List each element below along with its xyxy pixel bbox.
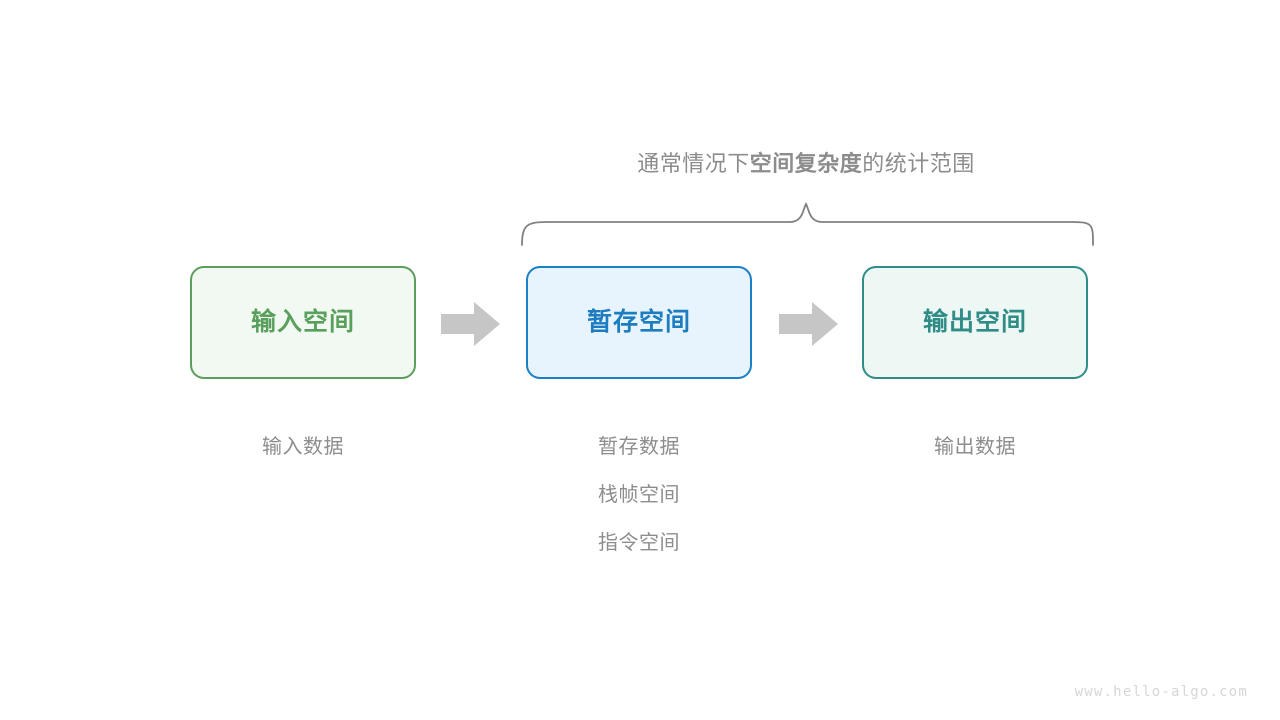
box-input-space: 输入空间 xyxy=(190,266,416,379)
watermark: www.hello-algo.com xyxy=(1074,684,1248,700)
caption-temp-data: 暂存数据 xyxy=(598,436,680,458)
scope-note-lead: 通常情况下 xyxy=(637,151,750,176)
caption-output-data: 输出数据 xyxy=(934,436,1016,458)
scope-note-emphasis: 空间复杂度 xyxy=(749,151,863,176)
arrow-right-icon-temp-to-output xyxy=(779,302,838,346)
caption-stack-frame-space: 栈帧空间 xyxy=(598,484,680,506)
caption-column-output: 输出数据 xyxy=(825,423,1125,471)
caption-column-temp: 暂存数据 栈帧空间 指令空间 xyxy=(489,423,789,567)
scope-brace xyxy=(521,202,1094,246)
arrow-right-icon-input-to-temp xyxy=(441,302,500,346)
box-temp-space: 暂存空间 xyxy=(526,266,752,379)
box-input-space-label: 输入空间 xyxy=(250,308,355,336)
caption-input-data: 输入数据 xyxy=(262,436,344,458)
scope-note: 通常情况下空间复杂度的统计范围 xyxy=(0,146,1280,178)
caption-column-input: 输入数据 xyxy=(153,423,453,471)
box-output-space-label: 输出空间 xyxy=(922,308,1027,336)
scope-note-tail: 的统计范围 xyxy=(862,151,975,176)
box-output-space: 输出空间 xyxy=(862,266,1088,379)
caption-instruction-space: 指令空间 xyxy=(598,532,680,554)
box-temp-space-label: 暂存空间 xyxy=(586,308,691,336)
